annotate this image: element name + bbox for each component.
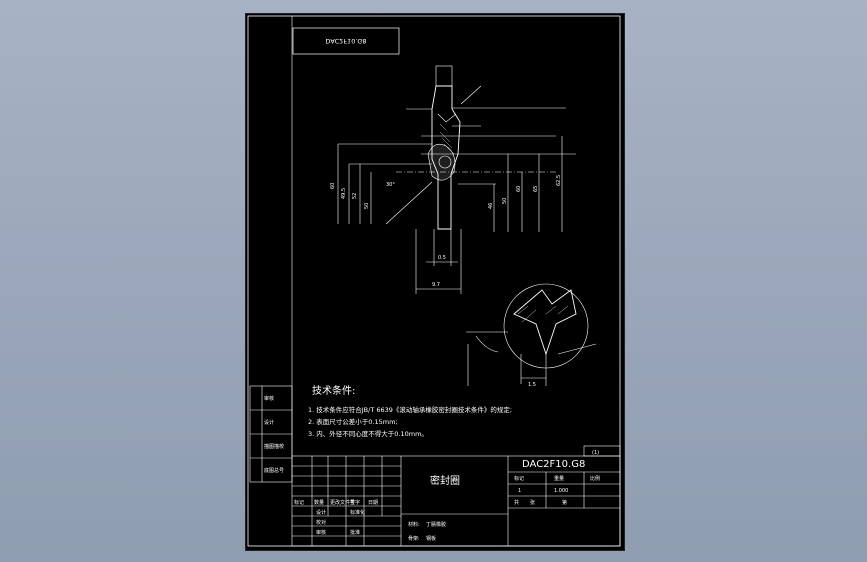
weight-label: 重量 bbox=[554, 475, 564, 482]
approve-label: 批准 bbox=[350, 529, 360, 536]
material-label: 材料: bbox=[408, 521, 420, 528]
qty-value: 1 bbox=[518, 488, 521, 494]
dim-d-right-3: 60 bbox=[516, 186, 522, 192]
code-box bbox=[292, 27, 400, 55]
sign-header: 签字 bbox=[350, 499, 360, 506]
dim-width-mid: 0.5 bbox=[438, 255, 446, 261]
sheet-label: 第 bbox=[562, 499, 567, 506]
dim-angle: 30° bbox=[386, 182, 395, 188]
total-count-label: 张 bbox=[530, 499, 535, 506]
cad-drawing: DAC2F10.G8 bbox=[247, 15, 621, 547]
tech-line-3: 3. 内、外径不同心度不得大于0.10mm。 bbox=[308, 429, 428, 438]
dim-d-right-5: 62.5 bbox=[556, 175, 562, 186]
left-label-base: 底图总号 bbox=[264, 467, 284, 474]
title-block bbox=[291, 445, 621, 547]
dim-detail-width: 1.5 bbox=[528, 382, 536, 388]
section-view bbox=[337, 65, 576, 294]
dim-width-bottom: 9.7 bbox=[432, 282, 440, 288]
skeleton-value: 钢板 bbox=[426, 535, 436, 542]
date-header: 日期 bbox=[368, 500, 378, 506]
dim-d-right-2: 50 bbox=[502, 198, 508, 204]
left-label-audit: 审核 bbox=[264, 395, 274, 402]
drawing-code: DAC2F10.G8 bbox=[522, 459, 585, 470]
audit-label: 审核 bbox=[316, 529, 326, 536]
tech-line-1: 1. 技术条件应符合JB/T 6639《滚动轴承橡胶密封圈技术条件》的规定; bbox=[308, 405, 512, 414]
mark-label: 标记 bbox=[514, 475, 524, 482]
check-label: 校对 bbox=[316, 519, 326, 526]
dim-d-left-3: 52 bbox=[352, 193, 358, 199]
left-label-trace: 描图描校 bbox=[264, 443, 284, 450]
dimension-labels: 60 49.5 52 50 46 50 60 65 62.5 9.7 0.5 3… bbox=[330, 175, 562, 288]
tech-line-2: 2. 表面尺寸公差小于0.15mm; bbox=[308, 417, 398, 426]
rev-header: 更改文件号 bbox=[330, 499, 355, 506]
part-name: 密封圈 bbox=[430, 474, 460, 487]
tech-title: 技术条件: bbox=[312, 384, 355, 397]
design-label: 设计 bbox=[316, 509, 326, 516]
code-mirror-text: DAC2F10.G8 bbox=[325, 37, 366, 45]
dim-d-right-1: 46 bbox=[488, 203, 494, 209]
drawing-sheet: DAC2F10.G8 bbox=[245, 13, 625, 551]
dim-d-right-4: 65 bbox=[533, 186, 539, 192]
skeleton-label: 骨架: bbox=[408, 536, 420, 542]
left-label-design: 设计 bbox=[264, 419, 274, 426]
scale-label: 比例 bbox=[590, 475, 600, 482]
total-label: 共 bbox=[514, 499, 519, 506]
mark-header: 标记 bbox=[294, 499, 304, 506]
material-value: 丁腈橡胶 bbox=[426, 521, 446, 528]
code-cell: (1) bbox=[592, 450, 599, 456]
dim-d-left-4: 50 bbox=[364, 203, 370, 209]
detail-view bbox=[466, 283, 597, 386]
weight-value: 1.000 bbox=[554, 488, 568, 494]
std-label: 标准化 bbox=[350, 509, 365, 516]
dim-d-left-1: 60 bbox=[330, 183, 336, 189]
qty-header: 数量 bbox=[314, 499, 324, 506]
dim-d-left-2: 49.5 bbox=[341, 188, 347, 199]
